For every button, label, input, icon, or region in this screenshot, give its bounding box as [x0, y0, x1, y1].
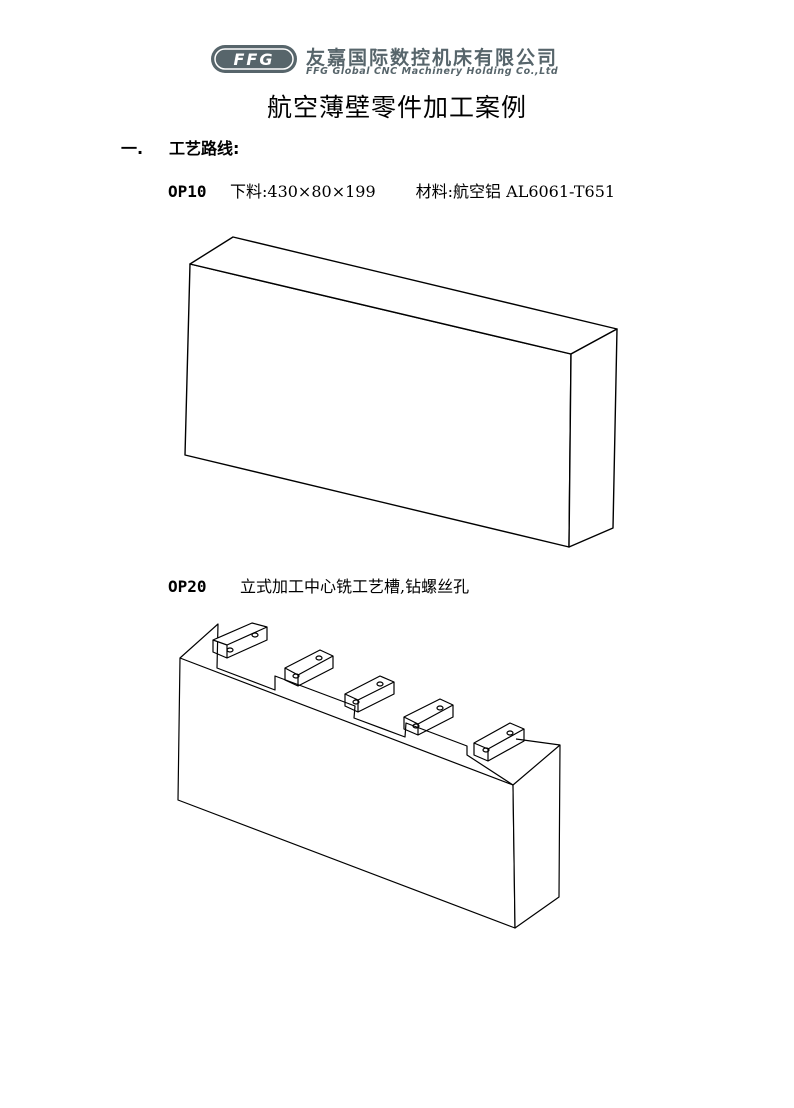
company-header: FFG 友嘉国际数控机床有限公司 FFG Global CNC Machiner…: [210, 40, 620, 80]
block-front-face: [178, 658, 515, 928]
company-name-en: FFG Global CNC Machinery Holding Co.,Ltd: [306, 66, 559, 77]
section-number: 一.: [121, 139, 144, 158]
logo-text: FFG: [234, 50, 275, 69]
clamp-pad-2: [285, 650, 333, 686]
op10-line: OP10 下料:430×80×199 材料:航空铝 AL6061-T651: [168, 178, 615, 202]
op20-line: OP20 立式加工中心铣工艺槽,钻螺丝孔: [168, 573, 469, 597]
op20-code: OP20: [168, 577, 207, 596]
block-side-face: [513, 745, 560, 928]
op20-slotted-block-drawing: [0, 615, 794, 945]
clamp-pad-1: [213, 623, 267, 658]
block-top-profile: [180, 624, 513, 785]
op10-stock-block-drawing: [0, 230, 794, 560]
clamp-pad-3: [345, 676, 394, 712]
op10-description: 下料:430×80×199: [230, 182, 376, 201]
clamp-pad-4: [404, 699, 453, 735]
op10-code: OP10: [168, 182, 207, 201]
section-title: 工艺路线:: [169, 139, 240, 158]
clamp-pad-5: [474, 723, 524, 761]
page-title: 航空薄壁零件加工案例: [266, 93, 527, 122]
op10-material: 材料:航空铝 AL6061-T651: [415, 182, 616, 201]
block-side-face: [569, 329, 617, 547]
company-name-cn: 友嘉国际数控机床有限公司: [306, 47, 559, 69]
ffg-logo-icon: FFG: [211, 45, 297, 73]
section-heading: 一. 工艺路线:: [121, 135, 239, 159]
op20-description: 立式加工中心铣工艺槽,钻螺丝孔: [240, 577, 470, 596]
block-top-face: [190, 237, 617, 354]
